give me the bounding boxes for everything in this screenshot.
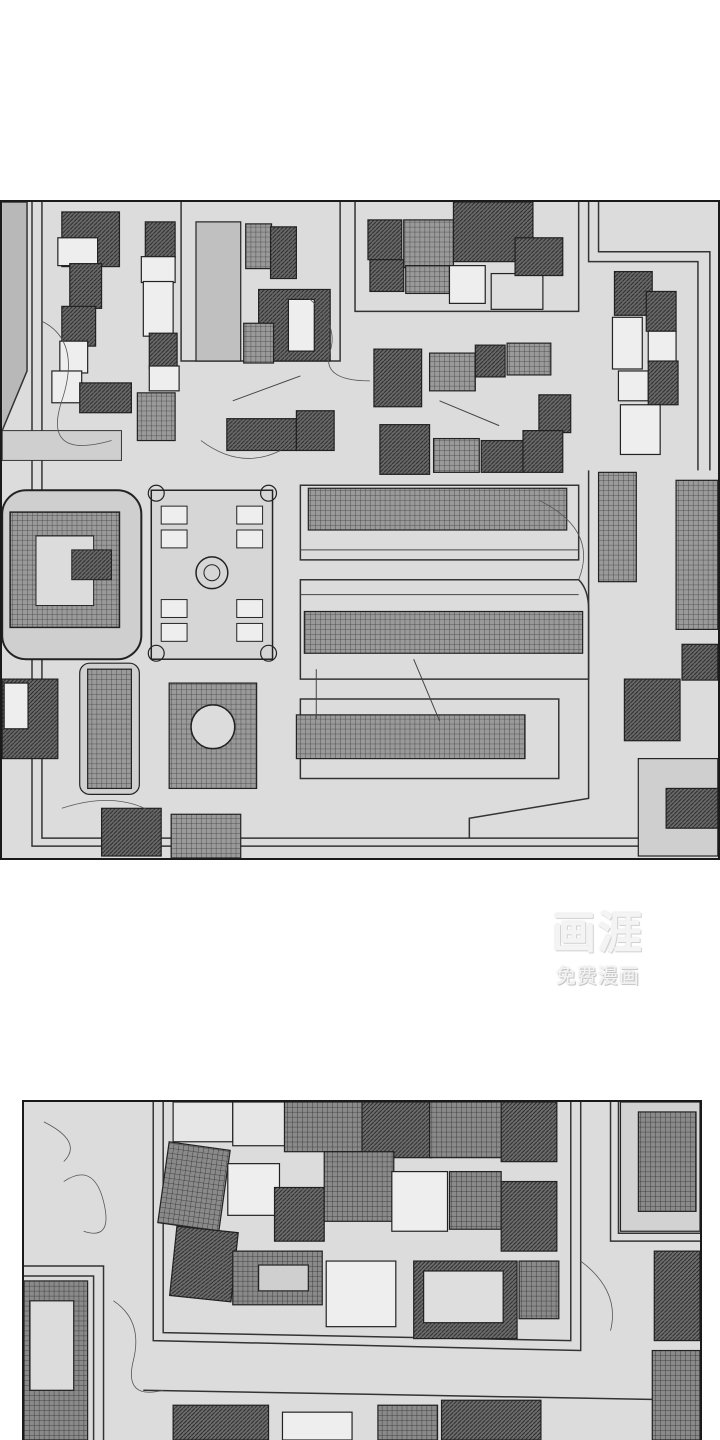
buildings-top-center: [195, 221, 335, 452]
central-plaza: [147, 484, 278, 662]
buildings-left: [51, 211, 180, 442]
comic-panel-city-closeup: [22, 1100, 702, 1440]
terrain-contours: [41, 291, 584, 819]
closeup-roads: [24, 1102, 700, 1440]
buildings-far-right: [597, 270, 718, 857]
watermark-logo: 画涯: [552, 908, 644, 959]
palace-left: [2, 489, 143, 661]
city-closeup-illustration: [24, 1102, 700, 1440]
closeup-terrain: [43, 1121, 613, 1393]
closeup-buildings-center: [157, 1102, 560, 1340]
comic-panel-city-map: [0, 200, 720, 860]
row-houses: [295, 487, 584, 760]
site-watermark: 画涯 免费漫画: [536, 906, 660, 1006]
city-map-illustration: [2, 202, 718, 858]
buildings-bottom-left: [2, 662, 258, 858]
closeup-buildings-left: [24, 1280, 89, 1440]
watermark-subtitle: 免费漫画: [556, 964, 640, 988]
closeup-buildings-bottom: [172, 1399, 542, 1440]
buildings-top-right: [367, 202, 572, 475]
closeup-buildings-right: [619, 1102, 700, 1440]
